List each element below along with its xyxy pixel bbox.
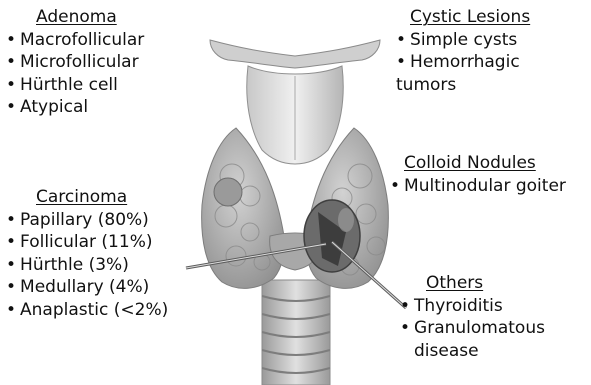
adenoma-group: Adenoma •Macrofollicular •Microfollicula…	[6, 6, 144, 119]
list-item: •Multinodular goiter	[390, 175, 566, 198]
trachea	[262, 280, 330, 385]
list-item: •Granulomatous	[400, 317, 545, 340]
adenoma-heading: Adenoma	[36, 6, 144, 29]
list-item: •Hemorrhagic	[396, 51, 530, 74]
list-item: •Atypical	[6, 96, 144, 119]
list-item: •Anaplastic (<2%)	[6, 299, 168, 322]
list-item: •Papillary (80%)	[6, 209, 168, 232]
others-group: Others •Thyroiditis •Granulomatous disea…	[400, 272, 545, 362]
list-item: •Follicular (11%)	[6, 231, 168, 254]
carcinoma-group: Carcinoma •Papillary (80%) •Follicular (…	[6, 186, 168, 321]
list-item-continuation: tumors	[396, 74, 530, 97]
list-item: •Macrofollicular	[6, 29, 144, 52]
colloid-nodules-heading: Colloid Nodules	[404, 152, 566, 175]
list-item: •Thyroiditis	[400, 295, 545, 318]
carcinoma-heading: Carcinoma	[36, 186, 168, 209]
list-item-continuation: disease	[414, 340, 545, 363]
others-heading: Others	[426, 272, 545, 295]
hyoid-bone	[210, 40, 380, 68]
cystic-lesions-group: Cystic Lesions •Simple cysts •Hemorrhagi…	[396, 6, 530, 96]
list-item: •Hürthle cell	[6, 74, 144, 97]
colloid-nodules-group: Colloid Nodules •Multinodular goiter	[390, 152, 566, 197]
left-nodule	[214, 178, 242, 206]
list-item: •Medullary (4%)	[6, 276, 168, 299]
list-item: •Microfollicular	[6, 51, 144, 74]
list-item: •Hürthle (3%)	[6, 254, 168, 277]
cystic-lesions-heading: Cystic Lesions	[410, 6, 530, 29]
list-item: •Simple cysts	[396, 29, 530, 52]
